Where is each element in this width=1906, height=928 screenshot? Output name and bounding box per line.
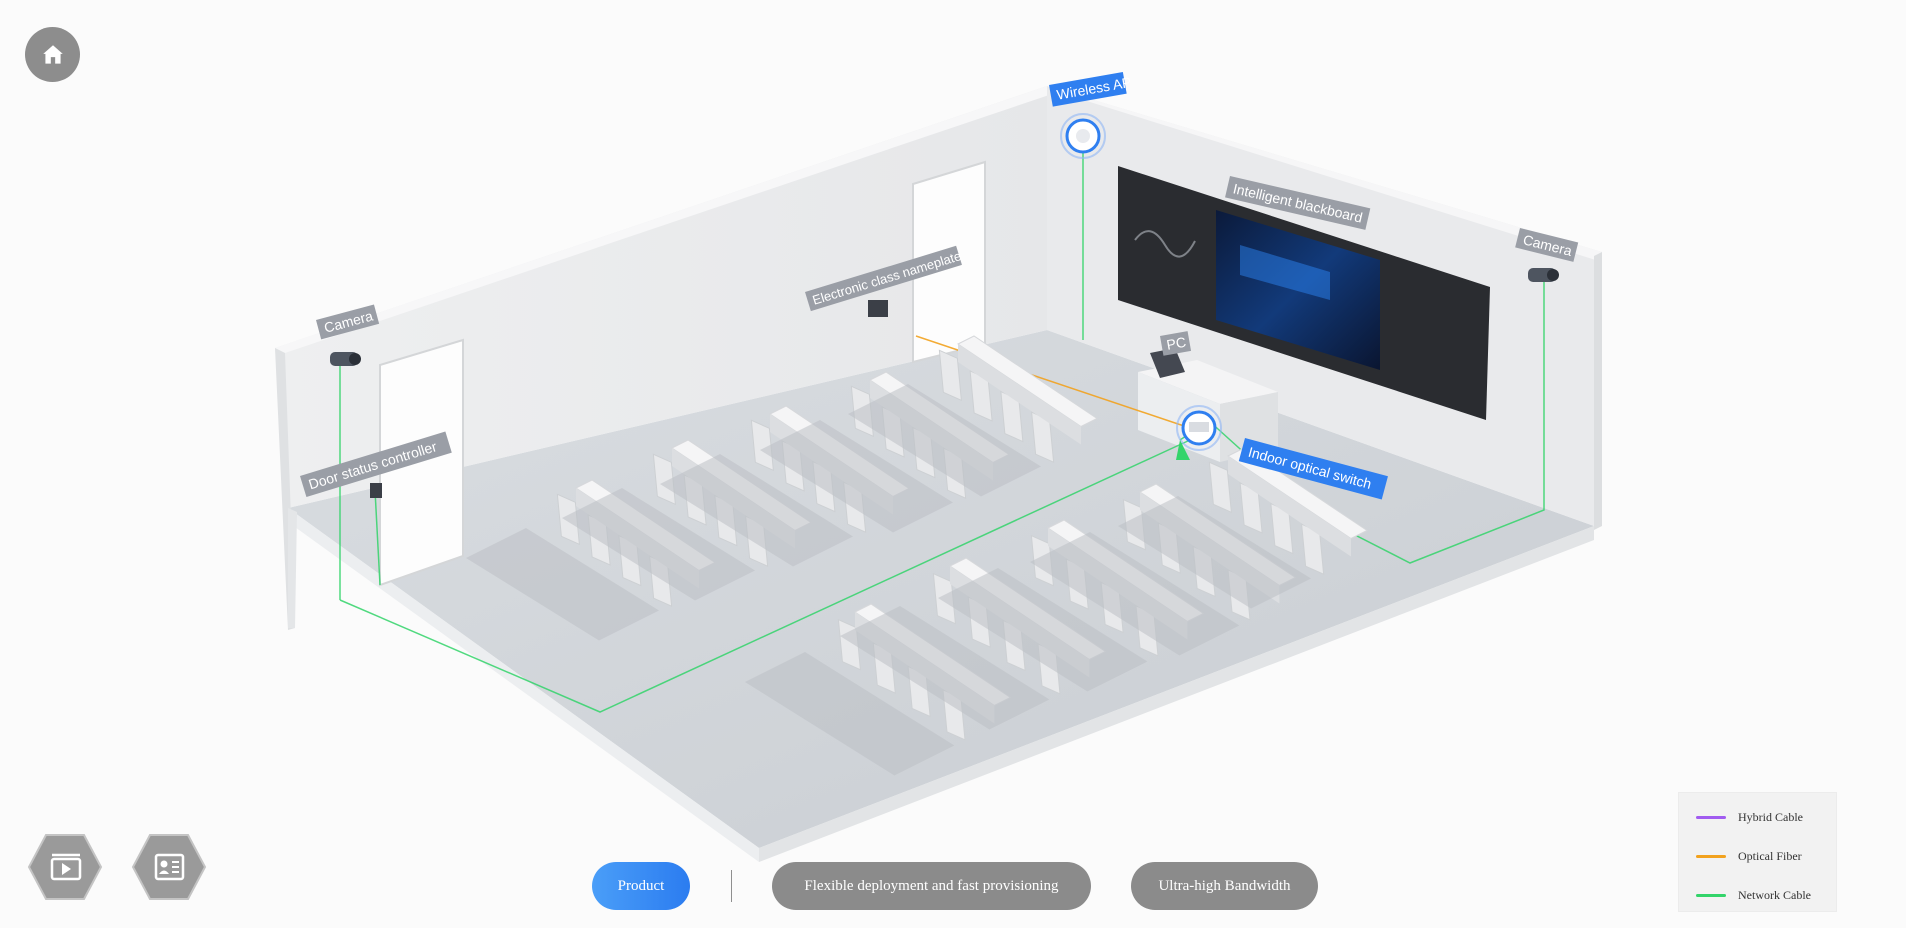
blackboard-sketch — [1134, 230, 1196, 258]
contact-card-icon — [154, 853, 185, 881]
desk-row — [1118, 447, 1368, 609]
legend-label-network: Network Cable — [1738, 888, 1811, 902]
legend-label-hybrid: Hybrid Cable — [1738, 810, 1803, 824]
floor-front-edge — [288, 508, 759, 862]
legend-swatch-optical — [1696, 855, 1726, 858]
left-door — [379, 338, 464, 587]
nav-flexible-deployment[interactable]: Flexible deployment and fast provisionin… — [772, 862, 1091, 910]
pc-monitor — [1150, 348, 1185, 378]
legend-swatch-hybrid — [1696, 816, 1726, 819]
home-icon — [42, 44, 63, 64]
legend-label-optical: Optical Fiber — [1738, 849, 1802, 863]
video-button[interactable] — [27, 833, 103, 901]
nav-divider — [731, 870, 732, 902]
wireless-ap-device — [1060, 113, 1106, 159]
back-wall-end — [1594, 252, 1602, 530]
legend-item-optical: Optical Fiber — [1696, 849, 1802, 864]
home-button[interactable] — [25, 27, 80, 82]
left-wall — [275, 86, 1047, 508]
nav-product[interactable]: Product — [592, 862, 690, 910]
label-pc: PC — [1160, 331, 1192, 356]
left-wall-lower — [288, 508, 297, 628]
back-wall-top — [1047, 86, 1602, 262]
cable-legend: Hybrid Cable Optical Fiber Network Cable — [1678, 792, 1837, 912]
blackboard-display-glow — [1240, 245, 1330, 300]
door-controller-device — [370, 483, 382, 498]
indoor-switch-device — [1176, 405, 1222, 460]
legend-item-network: Network Cable — [1696, 888, 1811, 903]
blackboard-display — [1216, 210, 1380, 370]
video-play-icon — [50, 853, 82, 881]
nav-ultra-high-bandwidth[interactable]: Ultra-high Bandwidth — [1131, 862, 1318, 910]
legend-swatch-network — [1696, 894, 1726, 897]
floor-right-edge — [759, 526, 1594, 862]
left-wall-top — [275, 86, 1058, 353]
desk-rows — [466, 335, 1368, 776]
legend-item-hybrid: Hybrid Cable — [1696, 810, 1803, 825]
contact-button[interactable] — [131, 833, 207, 901]
nameplate-device — [868, 300, 888, 317]
camera-left-device — [330, 352, 361, 366]
desk-row — [848, 335, 1098, 497]
camera-right-device — [1528, 268, 1559, 282]
pc-label: PC — [1165, 334, 1187, 353]
